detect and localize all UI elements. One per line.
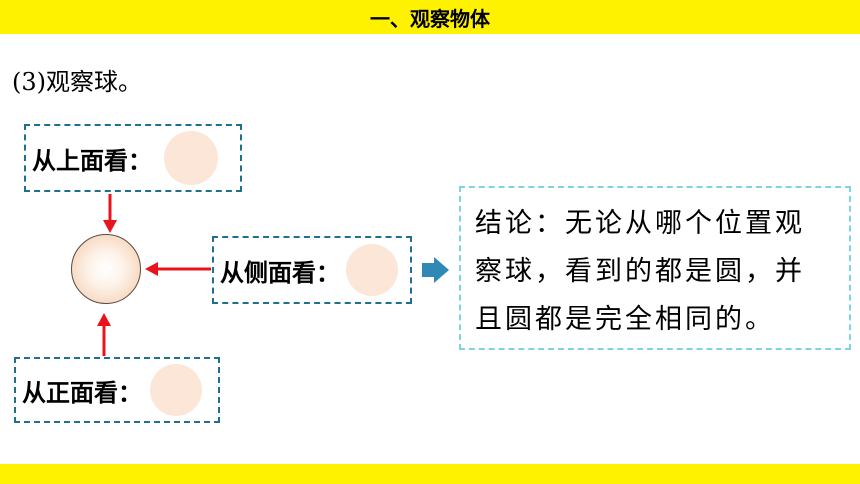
conclusion-line: 结论：无论从哪个位置观 xyxy=(475,208,805,239)
conclusion-line: 察球，看到的都是圆，并 xyxy=(475,256,805,287)
top-view-box: 从上面看： xyxy=(24,124,242,192)
header-banner: 一、观察物体 xyxy=(0,0,860,34)
conclusion-box: 结论：无论从哪个位置观 察球，看到的都是圆，并 且圆都是完全相同的。 xyxy=(459,186,851,350)
page-title: 一、观察物体 xyxy=(370,6,490,31)
front-view-arrow xyxy=(97,313,111,356)
side-view-label: 从侧面看： xyxy=(220,258,340,287)
top-view-label: 从上面看： xyxy=(32,146,152,175)
conclusion-text: 结论：无论从哪个位置观 察球，看到的都是圆，并 且圆都是完全相同的。 xyxy=(475,200,837,344)
side-view-circle xyxy=(346,244,398,296)
right-arrow-icon xyxy=(422,257,449,283)
front-view-box: 从正面看： xyxy=(14,357,220,423)
top-view-circle xyxy=(164,131,218,185)
side-view-box: 从侧面看： xyxy=(212,236,412,304)
section-subtitle: (3)观察球。 xyxy=(12,68,142,96)
footer-banner xyxy=(0,464,860,484)
top-view-arrow xyxy=(103,194,117,233)
front-view-label: 从正面看： xyxy=(22,378,142,407)
conclusion-line: 且圆都是完全相同的。 xyxy=(475,304,775,335)
front-view-circle xyxy=(150,364,202,416)
ball xyxy=(71,234,141,304)
side-view-arrow xyxy=(145,262,211,276)
